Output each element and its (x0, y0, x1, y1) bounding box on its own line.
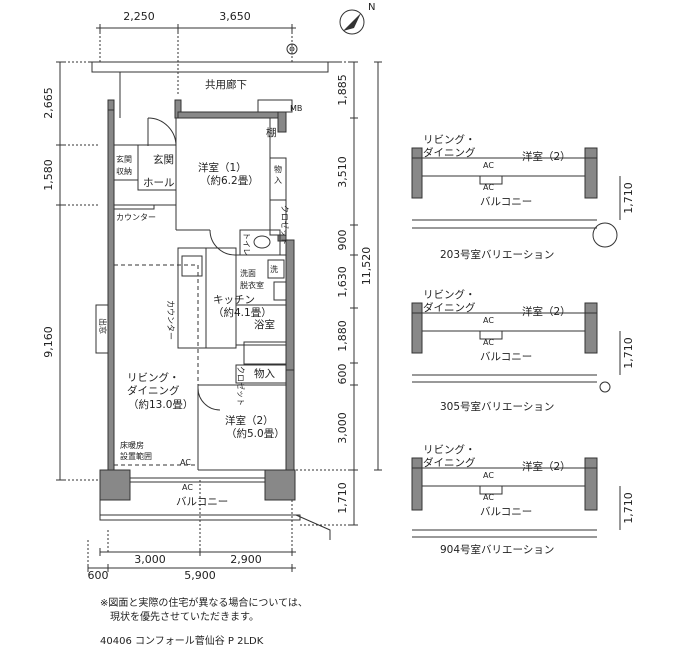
label-shelf: 棚 (266, 126, 277, 139)
dim-right-8: 1,710 (336, 482, 349, 514)
dim-left-2: 1,580 (42, 159, 55, 191)
label-living-2: ダイニング (127, 384, 180, 397)
var1-ac-1: AC (483, 161, 494, 170)
var1-caption: 203号室バリエーション (440, 248, 554, 261)
var1-living-2: ダイニング (423, 146, 476, 159)
label-hall: ホール (143, 177, 175, 189)
var1-western: 洋室（2） (522, 150, 571, 163)
label-mb: MB (290, 104, 302, 113)
var3-balcony: バルコニー (480, 506, 532, 518)
var3-dim: 1,710 (622, 492, 635, 524)
label-kitchen-counter: カウンター (166, 300, 175, 340)
label-ac-1: AC (180, 458, 191, 467)
label-kitchen-size: （約4.1畳） (213, 306, 272, 319)
var3-living-1: リビング・ (423, 443, 476, 456)
var2-ac-2: AC (483, 338, 494, 347)
label-washroom-1: 洗面 (240, 268, 256, 278)
label-entrance: 玄関 (153, 153, 174, 166)
var3-western: 洋室（2） (522, 460, 571, 473)
label-window: 出窓 (98, 318, 108, 334)
label-western1: 洋室（1） (198, 161, 247, 174)
var2-living-1: リビング・ (423, 288, 476, 301)
var2-ac-1: AC (483, 316, 494, 325)
var2-western: 洋室（2） (522, 305, 571, 318)
dim-right-5: 1,880 (336, 320, 349, 352)
var2-caption: 305号室バリエーション (440, 400, 554, 413)
label-storage-1: 物 (274, 164, 282, 174)
var2-dim: 1,710 (622, 337, 635, 369)
label-ac-2: AC (182, 483, 193, 492)
label-kitchen: キッチン (213, 294, 255, 306)
var1-dim: 1,710 (622, 182, 635, 214)
var2-living-2: ダイニング (423, 301, 476, 314)
dim-top-1: 2,250 (123, 10, 155, 23)
dim-right-7: 3,000 (336, 412, 349, 444)
label-wash: 洗 (270, 264, 278, 274)
dim-bottom-1: 3,000 (134, 553, 166, 566)
main-plan (90, 43, 340, 540)
var1-living-1: リビング・ (423, 133, 476, 146)
dim-bottom-4: 5,900 (184, 569, 216, 582)
dim-left-1: 2,665 (42, 87, 55, 119)
dim-right-1: 1,885 (336, 74, 349, 106)
label-corridor: 共用廊下 (205, 78, 247, 91)
var3-ac-2: AC (483, 493, 494, 502)
dim-right-2: 3,510 (336, 156, 349, 188)
label-western2-size: （約5.0畳） (226, 427, 285, 440)
label-balcony: バルコニー (176, 496, 228, 508)
footer-text: 40406 コンフォール菅仙谷 P 2LDK (100, 634, 264, 647)
label-entrance-storage-2: 収納 (116, 166, 132, 176)
label-western1-size: （約6.2畳） (200, 174, 259, 187)
var3-caption: 904号室バリエーション (440, 543, 554, 556)
label-living-size: （約13.0畳） (128, 398, 193, 411)
note-line-2: 現状を優先させていただきます。 (100, 610, 259, 623)
dim-top-2: 3,650 (219, 10, 251, 23)
dim-bottom-3: 600 (88, 569, 109, 582)
label-counter: カウンター (116, 213, 156, 222)
label-toilet: トイレ (242, 232, 251, 256)
var2-balcony: バルコニー (480, 351, 532, 363)
dim-right-6: 600 (336, 364, 349, 385)
label-entrance-storage-1: 玄関 (116, 154, 132, 164)
note-line-1: ※図面と実際の住宅が異なる場合については、 (100, 596, 308, 609)
label-western2: 洋室（2） (225, 414, 274, 427)
label-floor-heat-1: 床暖房 (120, 440, 144, 450)
dim-right-4: 1,630 (336, 266, 349, 298)
label-washroom-2: 脱衣室 (240, 280, 264, 290)
label-floor-heat-2: 設置範囲 (120, 451, 152, 461)
label-storage-2: 入 (274, 176, 282, 185)
label-bath: 浴室 (254, 318, 275, 331)
label-closet: クロゼット (280, 205, 290, 245)
dim-bottom-2: 2,900 (230, 553, 262, 566)
compass-label: N (368, 2, 375, 13)
label-closet2: クロゼット (236, 366, 246, 406)
var1-balcony: バルコニー (480, 196, 532, 208)
label-living-1: リビング・ (127, 371, 180, 384)
var3-ac-1: AC (483, 471, 494, 480)
dim-left-3: 9,160 (42, 326, 55, 358)
dim-right-total: 11,520 (360, 247, 373, 286)
var3-living-2: ダイニング (423, 456, 476, 469)
var1-ac-2: AC (483, 183, 494, 192)
dim-right-3: 900 (336, 230, 349, 251)
label-storage-main: 物入 (254, 367, 275, 380)
